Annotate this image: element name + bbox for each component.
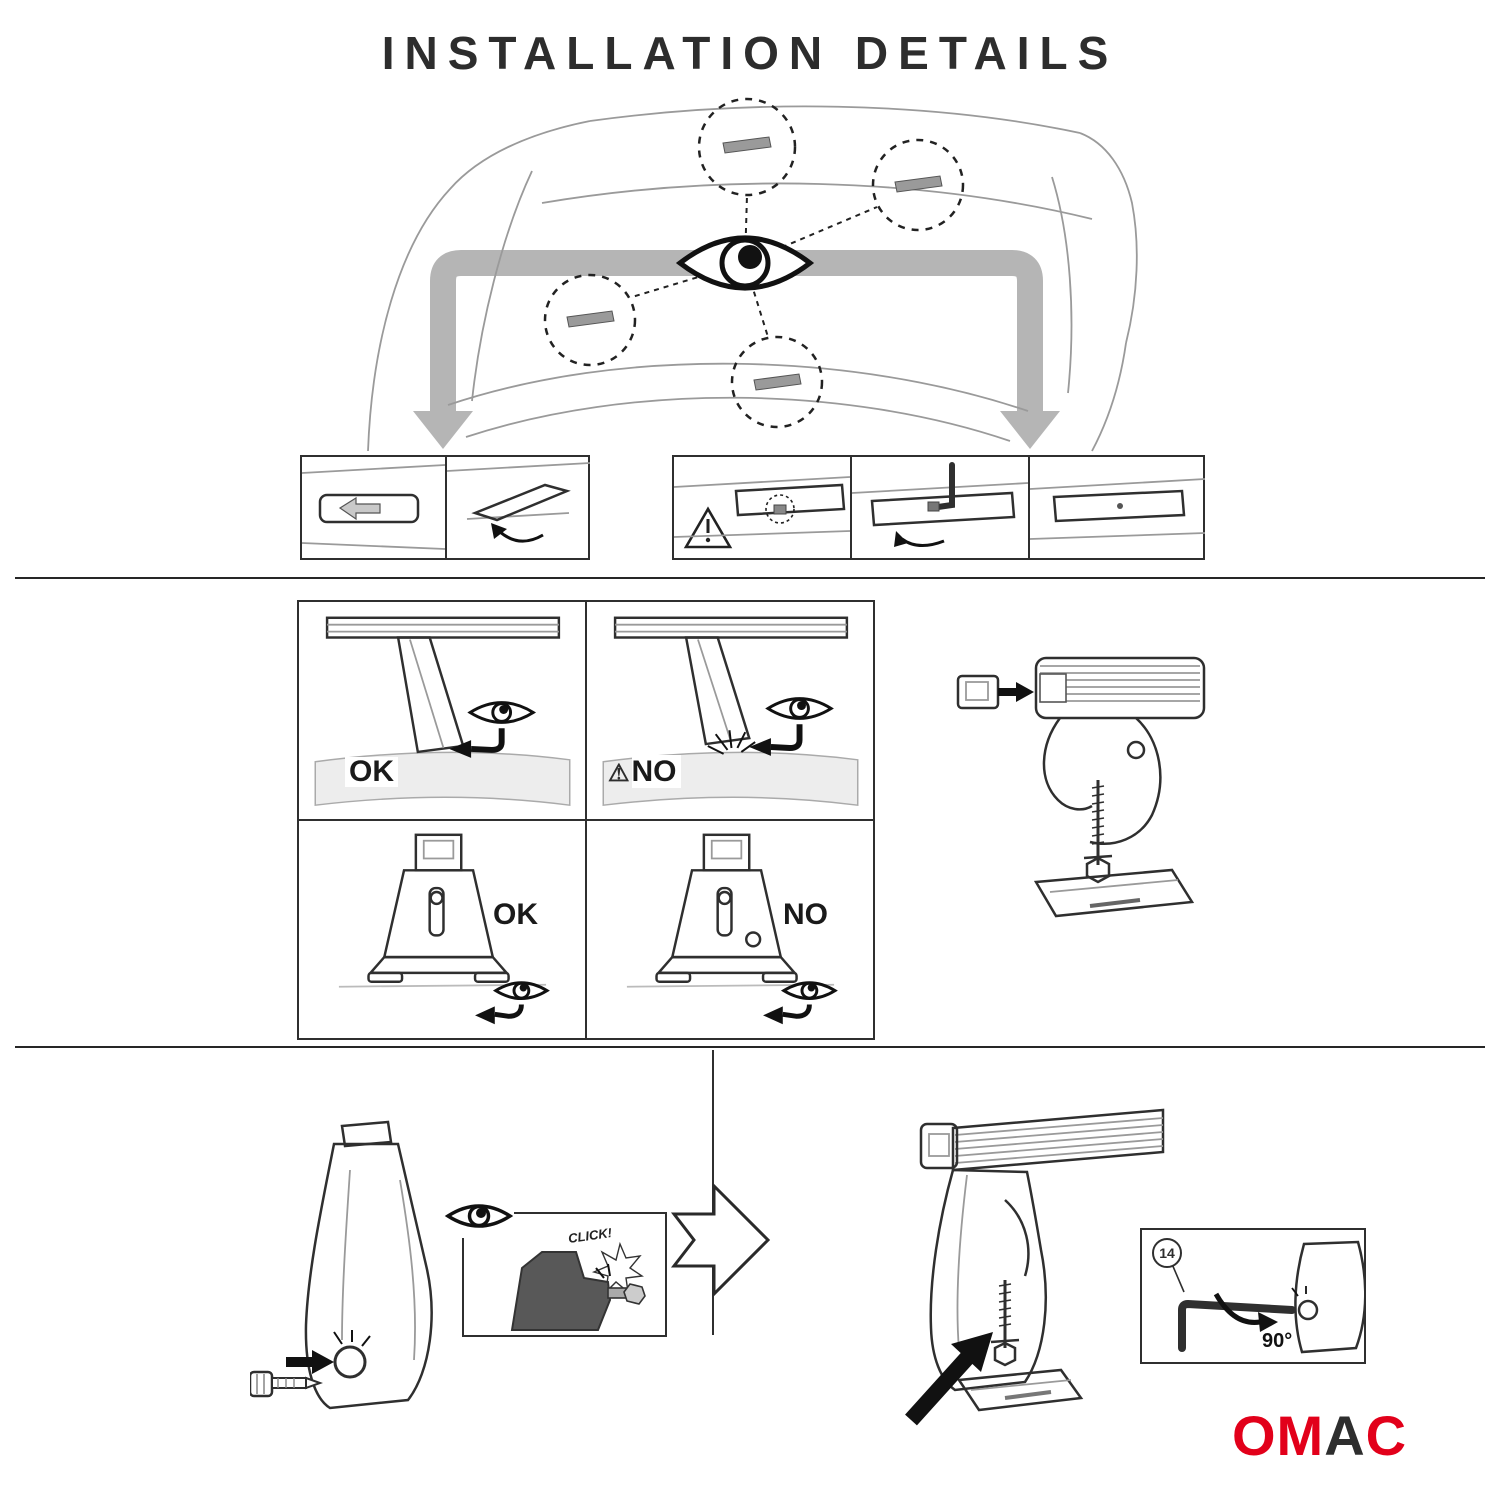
cell-divider [1028,457,1030,558]
key-size-badge: 14 [1152,1238,1182,1268]
allen-key-diagram [1171,1240,1364,1354]
lock-click-diagram [510,1241,646,1331]
foot-screw-diagram [250,1120,433,1410]
eye-icon [467,701,537,724]
cell-divider [445,457,447,558]
foot-front-ok [338,833,550,1025]
gap-spark [707,730,756,755]
foot-profile-ok [314,616,571,807]
lift-cover-step [447,462,590,543]
cell-divider [850,457,852,558]
eye-icon [492,981,550,1001]
spark-lines [333,1330,371,1347]
angle-label: 90° [1262,1330,1293,1352]
gray-guide-arrow [413,250,1060,449]
ok-label-front: OK [489,900,542,930]
roof-mount-slots [566,136,943,391]
cover-closed-step [1030,478,1205,540]
car-roof-diagram [367,97,1138,452]
assembled-foot-diagram [905,1108,1165,1426]
logo-part-c: C [1365,1404,1408,1467]
click-check-box: CLICK! [444,1194,667,1337]
crossbar-clamp-diagram [956,656,1206,918]
section-divider [15,577,1485,579]
turn-key-step [852,462,1028,547]
mount-point-circles [543,97,965,429]
logo-part-a: A [1324,1404,1366,1467]
bolt-tighten-steps-box [672,455,1205,560]
car-outline [367,105,1138,452]
next-step-arrow [670,1182,771,1298]
slide-cover-step [302,464,445,550]
ok-label-profile: OK [345,757,398,787]
page-title: INSTALLATION DETAILS [381,27,1119,79]
logo-part-om: OM [1232,1404,1325,1467]
locate-bolt-step [674,476,850,549]
section-divider [15,1046,1485,1048]
no-label-front: NO [779,900,832,930]
brand-logo: OMAC [1232,1408,1407,1464]
eye-icon [444,1194,514,1238]
warning-icon: ⚠ [608,760,630,787]
grid-divider-h [299,819,873,821]
no-label-profile: ⚠NO [608,755,681,788]
screw [250,1370,323,1398]
eye-icon [780,981,838,1001]
cover-open-steps-box [300,455,590,560]
insert-arrow [286,1350,334,1374]
end-plug [956,674,1034,710]
ok-no-comparison-grid [297,600,875,1040]
eye-icon [765,697,834,720]
eye-icon [675,235,815,291]
attach-arrow [905,1332,993,1426]
torque-key-box: 14 90° [1140,1228,1366,1364]
foot-front-no [626,833,838,1025]
